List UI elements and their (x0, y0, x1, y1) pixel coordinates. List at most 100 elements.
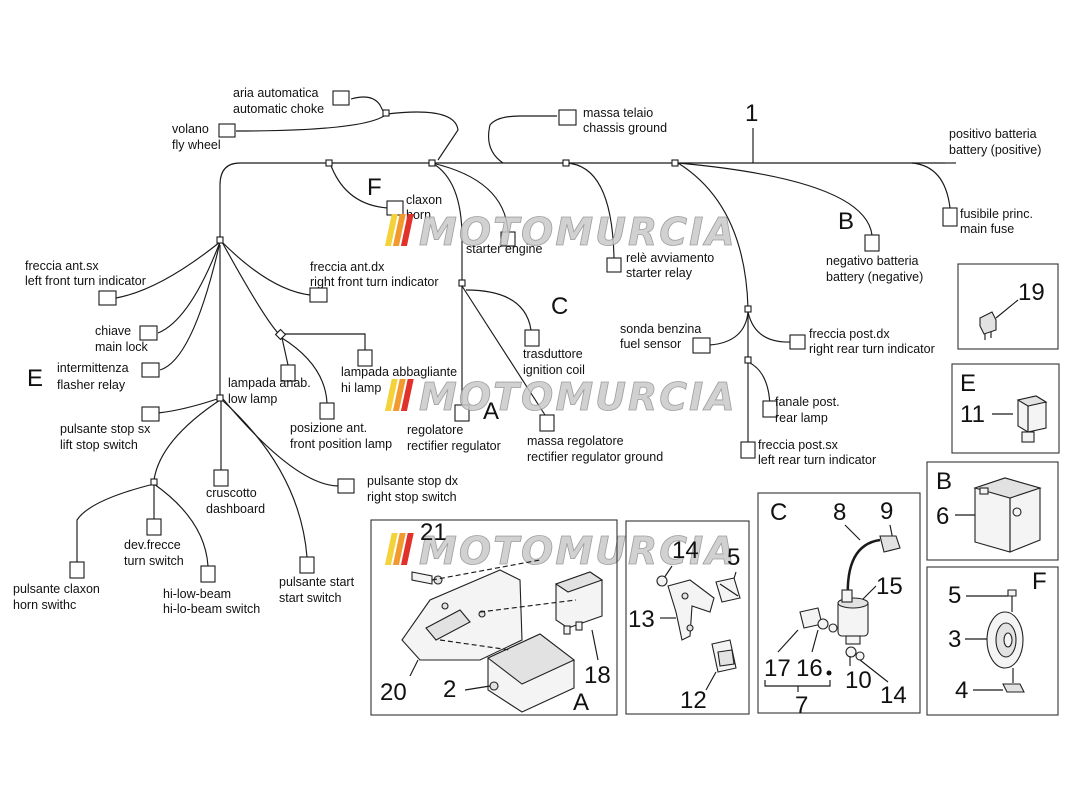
junction-node (382, 109, 390, 117)
junction-node (744, 305, 752, 313)
regulator-part (486, 633, 576, 713)
wire-choke-down (386, 111, 459, 161)
label-fuel-sensor-it: sonda benzina (620, 322, 701, 336)
wire-fl-indicator (115, 241, 221, 299)
wire-rr-indicator (747, 311, 791, 343)
wire-stop-sx (157, 397, 221, 414)
label-fr-indicator-en: right front turn indicator (310, 275, 439, 289)
label-stop-sx-en: lift stop switch (60, 438, 138, 452)
connector-stop-sx (141, 406, 160, 422)
label-start-switch-en: start switch (279, 591, 342, 605)
wire-choke (350, 96, 385, 114)
callout-9: 9 (880, 498, 893, 525)
callout-16: 16 (796, 655, 823, 682)
callout-6: 6 (936, 503, 949, 530)
label-fr-indicator-it: freccia ant.dx (310, 260, 385, 274)
panel-A-regulator: 21 18 20 2 A (370, 519, 618, 716)
label-chassis-en: chassis ground (583, 121, 667, 135)
callout-8: 8 (833, 499, 846, 526)
svg-text:MOTOMURCIA: MOTOMURCIA (419, 529, 737, 573)
wire-start-switch (221, 399, 308, 558)
wire-low-lamp (281, 337, 289, 366)
callout-12: 12 (680, 687, 707, 714)
label-starter-relay-en: starter relay (626, 266, 693, 280)
connector-rear-lamp (762, 400, 778, 418)
callout-5a: 5 (727, 544, 740, 571)
panel-F-letter: F (1032, 568, 1047, 595)
label-flywheel-it: volano (172, 122, 209, 136)
wire-hi-lamp (282, 333, 366, 350)
letter-B: B (838, 208, 854, 235)
panel-C-letter: C (770, 499, 787, 526)
connector-flywheel (218, 123, 236, 138)
label-start-switch-it: pulsante start (279, 575, 355, 589)
coil-part (837, 589, 869, 645)
label-fl-indicator-en: left front turn indicator (25, 274, 146, 288)
label-main-lock-it: chiave (95, 324, 131, 338)
wire-flywheel (235, 115, 385, 132)
connector-start-switch (299, 556, 315, 574)
wire-starter-relay (565, 162, 615, 259)
wire-starter-engine (431, 162, 509, 233)
connector-horn-switch (69, 561, 85, 579)
callout-5b: 5 (948, 582, 961, 609)
callout-11: 11 (960, 401, 985, 428)
connector-turn-switch (146, 518, 162, 536)
label-horn-it: claxon (406, 193, 442, 207)
watermark-2: MOTOMURCIA (384, 375, 735, 419)
panel-19-fuse: 19 (957, 263, 1059, 350)
label-rear-lamp-en: rear lamp (775, 411, 828, 425)
callout-14a: 14 (672, 537, 699, 564)
wire-horn-switch (76, 483, 155, 562)
junction-node (671, 159, 679, 167)
label-turn-switch-en: turn switch (124, 554, 184, 568)
connector-choke (332, 90, 350, 106)
svg-text:MOTOMURCIA: MOTOMURCIA (419, 210, 737, 254)
callout-15: 15 (876, 573, 903, 600)
connector-starter-engine (500, 231, 516, 247)
label-dashboard-it: cruscotto (206, 486, 257, 500)
wire-node3 (153, 399, 221, 481)
label-regulator-en: rectifier regulator (407, 439, 501, 453)
letter-A: A (483, 398, 499, 425)
label-stop-sx-it: pulsante stop sx (60, 422, 151, 436)
connector-rl-indicator (740, 441, 756, 459)
junction-nodes (150, 109, 752, 486)
junction-node (325, 159, 333, 167)
watermark-1: MOTOMURCIA (384, 210, 737, 254)
label-starter-relay-it: relè avviamento (626, 251, 714, 265)
bracket-part (667, 579, 715, 641)
callout-18: 18 (584, 662, 611, 689)
wire-rear-branch (677, 162, 749, 442)
label-regulator-it: regolatore (407, 423, 463, 437)
label-fuel-sensor-en: fuel sensor (620, 337, 681, 351)
panel-A-letter: A (573, 689, 589, 716)
connector-main-lock (139, 325, 158, 341)
screw-part (411, 571, 443, 585)
harness-callouts: 1 F B C E A (27, 100, 854, 425)
label-pos-batt-it: positivo batteria (949, 127, 1037, 141)
wire-horn (329, 162, 389, 209)
connector-fr-indicator (309, 287, 328, 303)
connector-neg-batt (864, 234, 880, 252)
label-hi-lamp-it: lampada abbagliante (341, 365, 457, 379)
callout-20: 20 (380, 679, 407, 706)
wire-trunk-left (219, 162, 241, 238)
watermark-3: MOTOMURCIA (384, 529, 737, 573)
callout-1: 1 (745, 100, 758, 127)
panel-bracket: 14 5 13 12 (625, 520, 750, 715)
label-rr-indicator-en: right rear turn indicator (809, 342, 935, 356)
label-fuse-en: main fuse (960, 222, 1014, 236)
clip-part (711, 639, 737, 673)
label-dashboard-en: dashboard (206, 502, 265, 516)
connector-pos-lamp (319, 402, 335, 420)
connector-rr-indicator (789, 334, 806, 350)
callout-3: 3 (948, 626, 961, 653)
label-hilow-en: hi-lo-beam switch (163, 602, 260, 616)
label-choke-en: automatic choke (233, 102, 324, 116)
letter-C: C (551, 293, 568, 320)
connector-hi-lamp (357, 349, 373, 367)
wire-stop-dx (222, 398, 339, 487)
